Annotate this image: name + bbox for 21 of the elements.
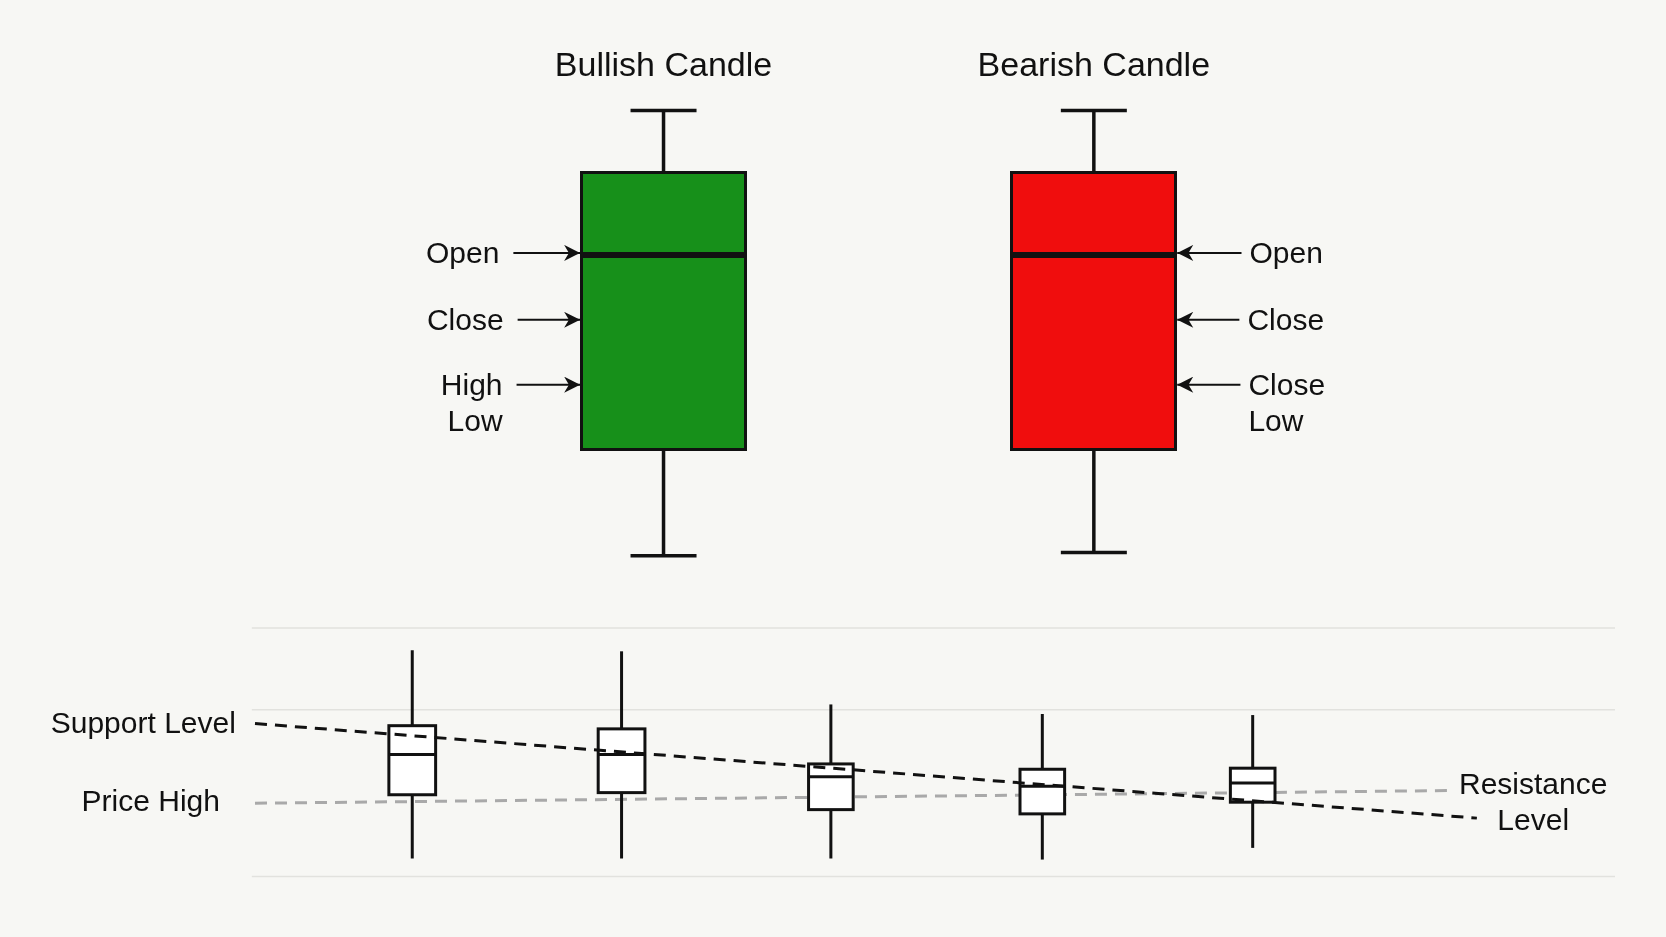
candle-title: Bearish Candle	[976, 44, 1212, 84]
candle-body	[580, 171, 747, 451]
candle-body	[1010, 171, 1178, 451]
price-label: Low	[1248, 402, 1304, 439]
line-label: Support Level	[50, 704, 236, 741]
price-label: High	[440, 366, 503, 403]
arrow	[515, 376, 582, 393]
arrow	[1176, 376, 1242, 393]
line-label: Price High	[81, 783, 220, 820]
candle-title: Bullish Candle	[553, 44, 774, 84]
arrow	[512, 244, 582, 261]
line-label: Resistance Level	[1458, 766, 1609, 839]
price-label: Open	[426, 234, 500, 271]
arrow	[1176, 311, 1241, 328]
arrow	[516, 311, 582, 328]
arrow	[1176, 244, 1243, 261]
price-label: Low	[447, 402, 503, 439]
price-label: Close	[426, 301, 504, 338]
price-label: Close	[1247, 301, 1325, 338]
price-label: Open	[1249, 234, 1323, 271]
price-label: Close	[1248, 366, 1326, 403]
